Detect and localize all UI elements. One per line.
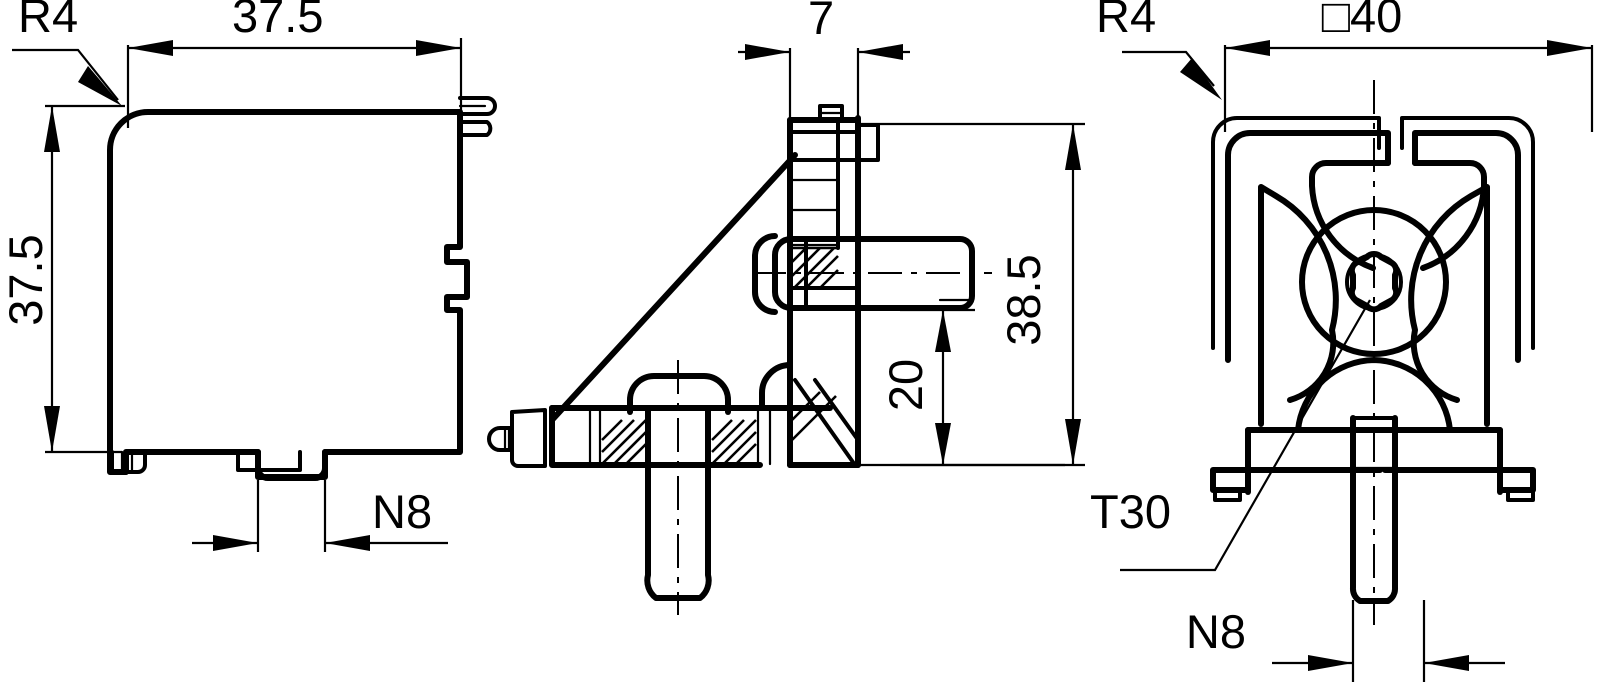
dim-label-square40: □40 [1322,0,1403,42]
middle-section-view: 7 38.5 20 [487,0,1085,615]
section-hatch-left [588,408,647,466]
dim-width-37-5: 37.5 [126,0,463,128]
left-view-bottom-right-tab [236,450,302,472]
left-view-bottom-tab [110,450,147,474]
dim-label-height-375: 37.5 [0,234,52,325]
leader-r4-left: R4 [12,0,122,106]
right-tslot-opening [1309,160,1391,271]
dim-n8-right: N8 [1186,600,1505,682]
dim-label-height-385: 38.5 [997,254,1050,345]
section-column [787,104,880,468]
right-inner-shell [1225,130,1391,363]
right-front-view: □40 R4 T30 N8 [1090,0,1594,682]
label-n8-left: N8 [372,485,432,538]
left-body-outline [107,109,470,480]
dim-label-height-20: 20 [879,359,932,411]
label-n8-right: N8 [1186,605,1246,658]
section-lower-round [759,362,793,411]
dim-height-20: 20 [879,308,1065,467]
leader-t30: T30 [1090,299,1371,572]
dim-height-37-5: 37.5 [0,104,125,454]
left-elevation-view: 37.5 37.5 R4 N8 [0,0,497,552]
left-view-boss [255,449,328,481]
left-view-top-tab [458,96,497,137]
dim-width-7: 7 [738,0,910,118]
label-r4-left: R4 [18,0,78,42]
dim-n8-left: N8 [192,480,448,552]
section-horizontal-bolt [752,236,992,311]
section-hatch-right [711,408,772,466]
right-outer-shell [1211,116,1381,350]
leader-r4-right: R4 [1096,0,1222,100]
label-r4-right: R4 [1096,0,1156,42]
dim-label-width-375: 37.5 [232,0,323,42]
section-left-bolt-stub [487,408,547,468]
dim-square-40: □40 [1223,0,1594,132]
right-vertical-stud [1350,80,1398,625]
dim-label-width-7: 7 [808,0,834,44]
label-t30: T30 [1090,485,1171,538]
section-vertical-stud [627,360,731,615]
section-base-plate [549,405,763,468]
section-bolt-flange [752,233,778,315]
section-diagonal-rib [549,152,798,423]
